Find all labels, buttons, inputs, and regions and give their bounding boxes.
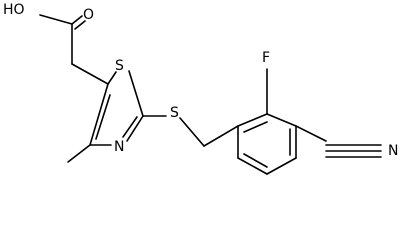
bond-benzene-5-6-inner xyxy=(243,153,268,168)
bond-methylene-to-ring xyxy=(71,63,109,85)
bond-methyl xyxy=(67,144,91,163)
bond-hydroxyl-carbon xyxy=(39,14,73,25)
bond-thioether-to-methylene xyxy=(179,117,205,147)
bond-benzene-to-nitrile-carbon xyxy=(295,125,327,142)
ring-nitrogen-label: N xyxy=(114,139,124,155)
bond-benzene-1-2-inner xyxy=(243,121,268,133)
bond-ring-c5-s1 xyxy=(107,71,117,85)
bond-benzene-2-3 xyxy=(266,113,297,127)
bond-ring-c4-c5-inner xyxy=(95,94,111,140)
bond-ring-s1-c2 xyxy=(128,70,144,117)
ring-sulfur-label: S xyxy=(115,58,124,74)
bond-methylene-to-benzene xyxy=(203,125,239,147)
bond-ring-c2-n3-outer xyxy=(126,115,144,142)
bond-benzene-1-2 xyxy=(237,113,268,127)
bond-benzene-5-6 xyxy=(237,157,268,175)
molecule-canvas: HO O S N S F N xyxy=(3,2,399,175)
hydroxyl-label: HO xyxy=(3,2,25,18)
nitrile-nitrogen-label: N xyxy=(388,143,398,159)
thioether-sulfur-label: S xyxy=(170,105,179,121)
bond-ring-c2-n3-inner xyxy=(122,116,138,138)
bond-ring-c4-c5-outer xyxy=(89,83,109,146)
fluorine-label: F xyxy=(262,50,270,66)
carbonyl-oxygen-label: O xyxy=(83,7,94,23)
bond-carbonyl-outer xyxy=(71,15,83,25)
bond-benzene-4-5 xyxy=(266,157,297,175)
molecule-drawing: HO O S N S F N xyxy=(3,2,398,175)
bond-carbonyl-inner xyxy=(74,20,86,30)
